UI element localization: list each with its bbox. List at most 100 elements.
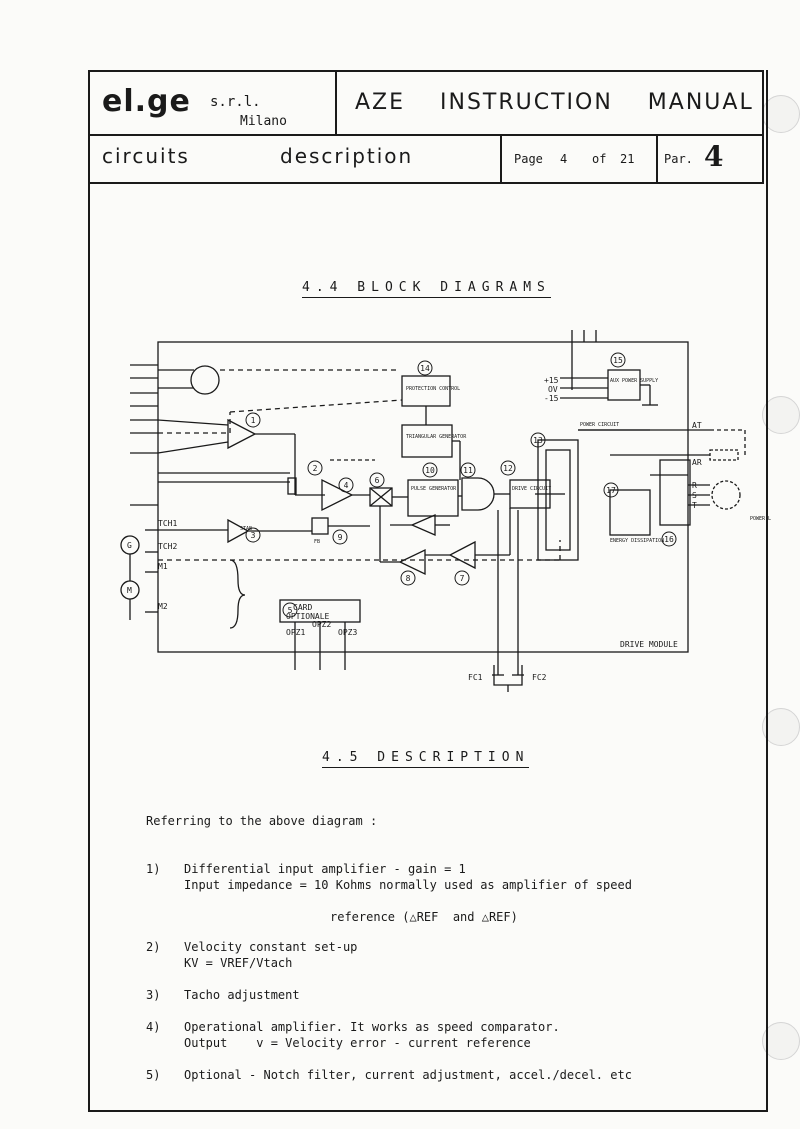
label-opz2: OPZ2 [312,620,331,629]
par-number: 4 [704,140,724,173]
label-at: AT [692,421,702,430]
label-triangular: TRIANGULAR GENERATOR [406,434,467,440]
label-energy-dissipation: ENERGY DISSIPATION [610,538,664,544]
svg-text:12: 12 [503,464,513,473]
label-g: G [127,541,132,550]
item-number: 2) [146,940,161,954]
ref-5: 5 [282,602,298,618]
punch-hole-2 [762,396,800,434]
ref-15: 15 [610,352,626,368]
block-diagram-title: 4.4 BLOCK DIAGRAMS [302,280,551,298]
svg-text:5: 5 [288,606,293,615]
ref-1: 1 [245,412,261,428]
company-logo: el.ge [102,84,191,119]
svg-text:10: 10 [425,466,435,475]
header-row-bottom: circuits description Page 4 of 21 Par. 4 [90,134,762,182]
svg-text:9: 9 [338,533,343,542]
header-divider [500,134,502,182]
page-of: of [592,152,607,166]
svg-text:1: 1 [251,416,256,425]
label-aux-supply: AUX POWER SUPPLY [610,378,658,384]
ref-13: 13 [530,432,546,448]
ref-7: 7 [454,570,470,586]
item-number: 3) [146,988,161,1002]
ref-12: 12 [500,460,516,476]
svg-text:3: 3 [251,531,256,540]
ref-14: 14 [417,360,433,376]
svg-text:16: 16 [664,535,674,544]
svg-text:4: 4 [344,481,349,490]
label-ov: OV [548,385,558,394]
company-city: Milano [240,114,287,129]
label-opz1: OPZ1 [286,628,305,637]
label-opz3: OPZ3 [338,628,357,637]
document-header: el.ge s.r.l. Milano AZE INSTRUCTION MANU… [88,70,764,184]
ref-10: 10 [422,462,438,478]
label-s: S [692,491,697,500]
label-ar: AR [692,458,702,467]
item-text: KV = VREF/Vtach [184,956,293,970]
item-text: Optional - Notch filter, current adjustm… [184,1068,632,1082]
ref-3: 3 [245,527,261,543]
svg-text:11: 11 [463,466,473,475]
svg-text:7: 7 [460,574,465,583]
ref-4: 4 [338,477,354,493]
label-m2: M2 [158,602,168,611]
svg-text:14: 14 [420,364,430,373]
item-text: Output v = Velocity error - current refe… [184,1036,531,1050]
ref-17: 17 [603,482,619,498]
drive-module-border [157,341,689,653]
page-label: Page [514,152,543,166]
item-text: Input impedance = 10 Kohms normally used… [184,878,632,892]
svg-text:17: 17 [606,486,616,495]
punch-hole-3 [762,708,800,746]
label-card: CARD [293,603,312,612]
svg-text:6: 6 [375,476,380,485]
section-name: circuits [102,144,190,168]
label-m15: -15 [544,394,559,403]
label-tch1: TCH1 [158,519,177,528]
label-stab: STAB [240,526,252,532]
page-frame [88,70,768,1112]
header-divider [335,72,337,134]
item-text: Velocity constant set-up [184,940,358,954]
label-p15: +15 [544,376,559,385]
item-number: 1) [146,862,161,876]
label-drive-module: DRIVE MODULE [620,640,678,649]
item-text: Tacho adjustment [184,988,300,1002]
label-fc1: FC1 [468,673,483,682]
page-current: 4 [560,152,568,166]
ref-8: 8 [400,570,416,586]
ref-9: 9 [332,529,348,545]
block-diagram: PROTECTION CONTROL TRIANGULAR GENERATOR … [120,330,771,692]
item-text: Differential input amplifier - gain = 1 [184,862,466,876]
svg-text:15: 15 [613,356,623,365]
label-pulse: PULSE GENERATOR [411,486,457,492]
company-suffix: s.r.l. [210,94,261,110]
label-protection: PROTECTION CONTROL [406,386,460,392]
svg-text:8: 8 [406,574,411,583]
label-t: T [692,501,697,510]
svg-text:2: 2 [313,464,318,473]
label-m: M [127,586,132,595]
header-divider [656,134,658,182]
item-number: 5) [146,1068,161,1082]
header-row-top: el.ge s.r.l. Milano AZE INSTRUCTION MANU… [90,72,762,136]
ref-16: 16 [661,531,677,547]
par-label: Par. [664,152,693,166]
label-power-circuit: POWER CIRCUIT [580,422,619,428]
manual-title: AZE INSTRUCTION MANUAL [355,90,754,115]
section-subname: description [280,144,414,168]
label-fb: FB [314,539,320,545]
label-optionale: OPTIONALE [286,612,330,621]
label-fc2: FC2 [532,673,547,682]
ref-6: 6 [369,472,385,488]
label-r: R [692,481,697,490]
label-power-l: POWER L [750,516,771,522]
page-total: 21 [620,152,635,166]
ref-11: 11 [460,462,476,478]
intro-text: Referring to the above diagram : [146,814,378,828]
label-tch2: TCH2 [158,542,177,551]
label-drive-circuit: DRIVE CIRCUIT [512,486,551,492]
label-m1: M1 [158,562,168,571]
